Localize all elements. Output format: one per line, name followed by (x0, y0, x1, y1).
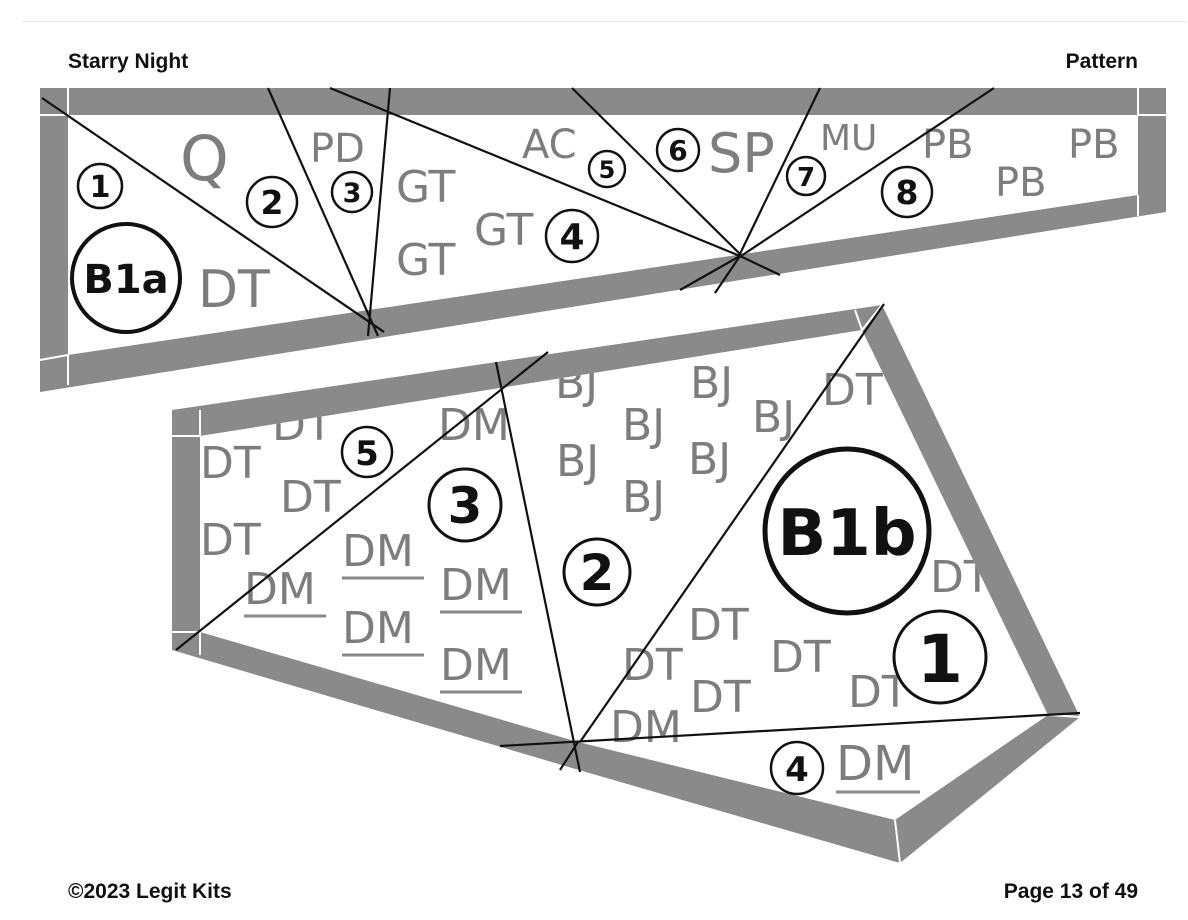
b1a-color-codes: Q PD AC SP MU PB PB PB GT GT GT DT (180, 118, 1120, 320)
piece-number: 3 (448, 477, 483, 535)
color-code: DM (440, 560, 512, 611)
page-number-footer: Page 13 of 49 (1003, 880, 1138, 903)
piece-number: 5 (599, 156, 616, 184)
color-code: Q (180, 122, 229, 195)
page-top-rule (22, 21, 1186, 22)
color-code: BJ (752, 392, 795, 443)
section-label: B1b (777, 497, 916, 571)
color-code: DT (198, 260, 270, 320)
b1a-section-label: B1a (70, 222, 182, 334)
b1b-seam-lines (175, 303, 1081, 773)
b1a-seam-lines (41, 86, 995, 337)
color-code: BJ (688, 434, 731, 485)
color-code: PB (922, 122, 974, 168)
piece-number: 2 (261, 183, 284, 222)
b1a-piece-numbers: 1 2 3 4 5 6 7 8 (76, 127, 934, 264)
piece-number: 5 (355, 434, 379, 474)
color-code: DM (440, 640, 512, 691)
color-code: DM (438, 400, 510, 451)
color-code: DT (822, 365, 883, 416)
section-b1b: DT DT DT DT DM DM DM DM DM DM BJ BJ BJ B… (172, 303, 1081, 864)
piece-number: 2 (580, 544, 615, 602)
color-code: BJ (622, 400, 665, 451)
color-code: DT (622, 640, 683, 691)
color-code: DM (836, 736, 914, 792)
color-code: PD (310, 126, 365, 172)
section-label: B1a (83, 257, 168, 303)
color-code: AC (522, 122, 577, 168)
color-code: GT (396, 235, 456, 286)
b1b-color-codes: DT DT DT DT DM DM DM DM DM DM BJ BJ BJ B… (200, 358, 991, 753)
color-code: DT (690, 672, 751, 723)
color-code: DT (770, 632, 831, 683)
section-b1a: Q PD AC SP MU PB PB PB GT GT GT DT (39, 86, 1166, 392)
color-code: SP (708, 122, 775, 185)
piece-number: 4 (559, 217, 584, 258)
piece-number: 3 (343, 178, 362, 209)
dm-underlines (244, 576, 522, 694)
piece-number: 1 (917, 621, 963, 698)
b1a-corner-ticks (39, 88, 1166, 385)
color-code: DT (200, 438, 261, 489)
color-code: GT (474, 205, 534, 256)
copyright-footer: ©2023 Legit Kits (68, 880, 232, 903)
b1b-section-label: B1b (762, 446, 932, 616)
piece-number: 8 (896, 173, 919, 212)
piece-number: 7 (797, 163, 815, 193)
piece-number: 6 (668, 134, 687, 167)
color-code: DM (610, 702, 682, 753)
document-title: Starry Night (68, 50, 189, 73)
color-code: DM (244, 564, 316, 615)
color-code: DT (688, 600, 749, 651)
b1b-piece-numbers: 5 3 2 1 4 (340, 425, 988, 796)
b1a-field (68, 115, 1138, 355)
color-code: DM (342, 603, 414, 654)
color-code: BJ (622, 472, 665, 523)
color-code: PB (1068, 122, 1120, 168)
color-code: DT (280, 472, 341, 523)
color-code: MU (820, 118, 877, 159)
color-code: GT (396, 162, 456, 213)
color-code: DT (200, 515, 261, 566)
color-code: BJ (556, 436, 599, 487)
color-code: BJ (690, 358, 733, 409)
color-code: DM (342, 526, 414, 577)
color-code: PB (995, 160, 1047, 206)
piece-number: 4 (785, 750, 809, 790)
document-section: Pattern (1065, 50, 1138, 73)
piece-number: 1 (90, 170, 111, 205)
